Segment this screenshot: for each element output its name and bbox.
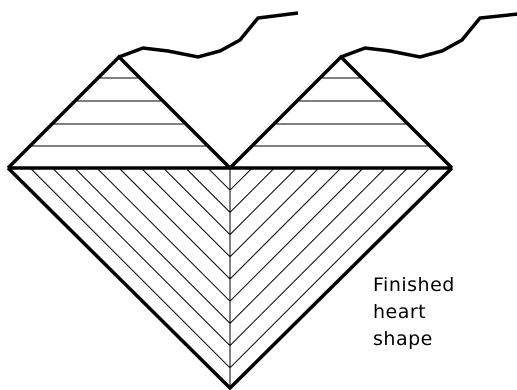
lower-stripe-left (75, 168, 230, 323)
lower-stripe-left (97, 168, 230, 301)
caption-line-2: heart (373, 299, 513, 326)
caption-line-1: Finished (373, 272, 513, 299)
lower-stripe-left (52, 168, 230, 346)
right-triangle-outline (230, 57, 452, 168)
left-triangle-outline (8, 57, 230, 168)
lower-stripe-right (230, 168, 341, 279)
lower-stripe-right (230, 168, 363, 301)
lower-stripe-right (230, 168, 319, 257)
finished-heart-caption: Finished heart shape (373, 272, 513, 353)
lower-stripe-left (208, 168, 230, 190)
lower-stripe-left (30, 168, 230, 368)
lower-stripe-right (230, 168, 274, 212)
lower-stripe-left (163, 168, 230, 235)
lower-stripe-left (119, 168, 230, 279)
right-triangle-stripes (252, 78, 430, 146)
caption-line-3: shape (373, 326, 513, 353)
lower-stripe-left (186, 168, 230, 212)
lower-stripe-right (230, 168, 385, 323)
left-torn-edge (119, 13, 298, 57)
lower-stripe-right (230, 168, 297, 235)
right-torn-edge (341, 14, 517, 57)
lower-stripe-left (141, 168, 230, 257)
lower-stripe-right (230, 168, 252, 190)
left-triangle-stripes (30, 78, 208, 146)
